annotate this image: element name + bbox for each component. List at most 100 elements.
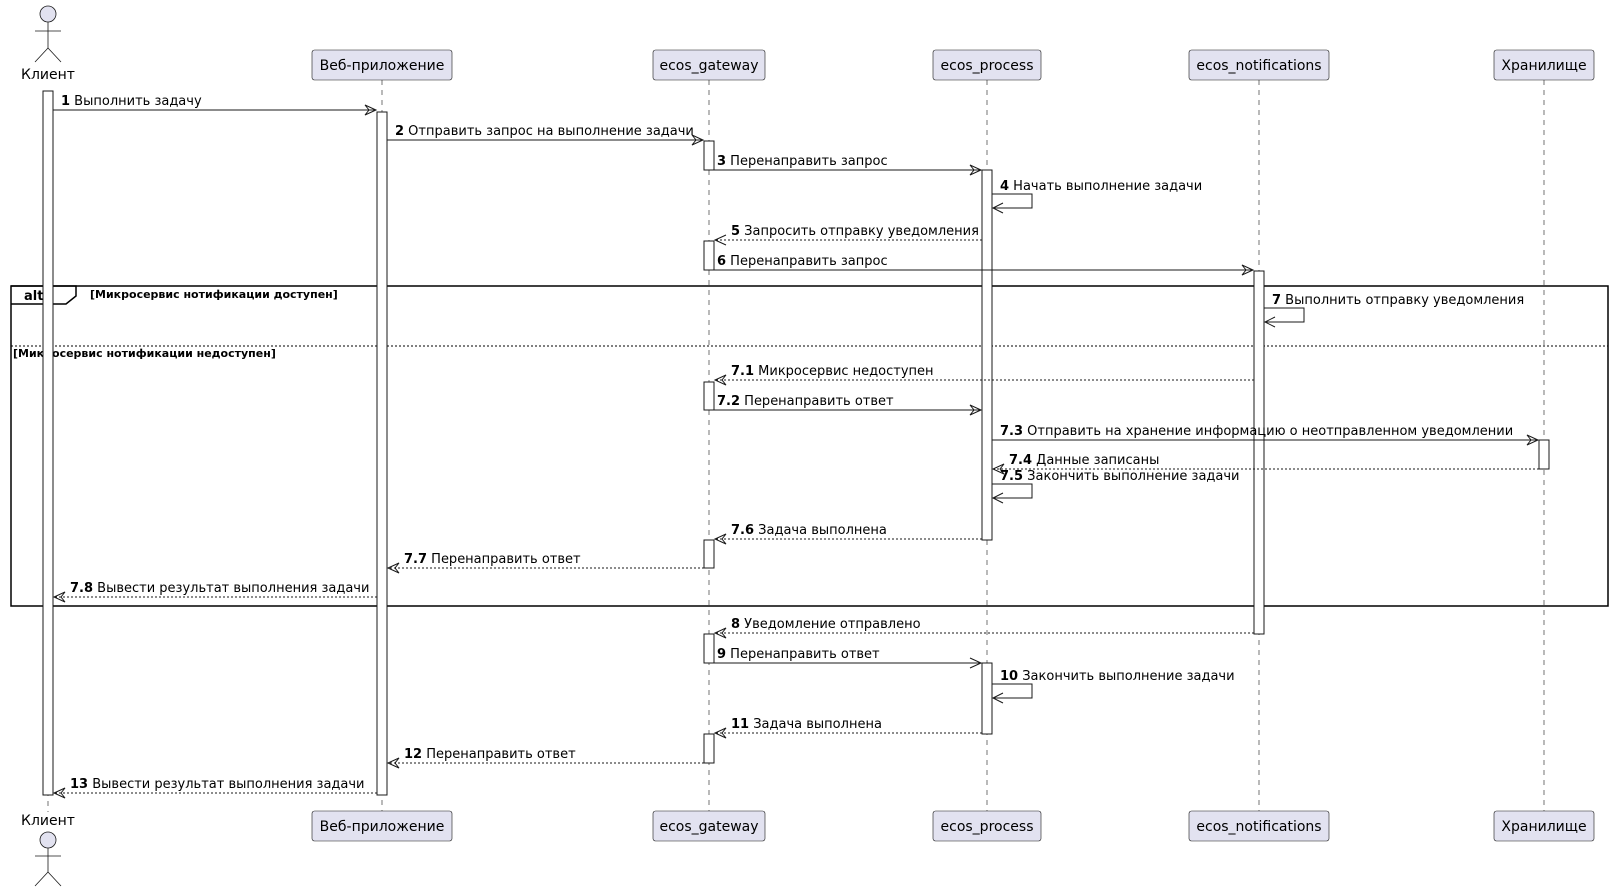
message-number: 7.8 [70,581,93,596]
message-number: 7.6 [731,523,754,538]
message-text: Вывести результат выполнения задачи [93,581,369,596]
message-number: 6 [717,254,726,269]
arrowhead-icon [1263,316,1276,328]
message-label: 7 Выполнить отправку уведомления [1272,293,1524,308]
arrowhead-icon [386,562,400,574]
message-7-6: 7.6 Задача выполнена [713,523,982,545]
message-label: 8 Уведомление отправлено [731,617,921,632]
message-text: Перенаправить ответ [427,552,581,567]
message-text: Запросить отправку уведомления [740,224,979,239]
message-label: 13 Вывести результат выполнения задачи [70,777,365,792]
message-2: 2 Отправить запрос на выполнение задачи [387,124,705,146]
message-7-2: 7.2 Перенаправить ответ [709,394,983,416]
participant-label: ecos_notifications [1196,819,1321,835]
participant-web-bottom: Веб-приложение [311,810,453,842]
actor-head-icon [39,5,57,23]
participant-storage-top: Хранилище [1493,49,1595,81]
message-12: 12 Перенаправить ответ [386,747,704,769]
participant-label: ecos_process [941,819,1034,835]
message-text: Отправить на хранение информацию о неотп… [1023,424,1513,439]
arrowhead-icon [386,757,400,769]
message-text: Начать выполнение задачи [1009,179,1202,194]
participant-notifications-top: ecos_notifications [1188,49,1330,81]
message-7-5: 7.5 Закончить выполнение задачи [991,469,1240,504]
message-7-8: 7.8 Вывести результат выполнения задачи [52,581,377,603]
message-9: 9 Перенаправить ответ [709,647,983,669]
actor-leg-icon [47,47,62,63]
participant-box [311,810,453,842]
actor-leg-icon [34,871,49,887]
activation-bar-gateway [703,539,715,569]
message-text: Уведомление отправлено [740,617,921,632]
activation-bar-gateway [703,733,715,764]
participant-box [311,49,453,81]
alt-guard-unavailable: [Микросервис нотификации недоступен] [13,347,276,360]
message-text: Перенаправить запрос [726,154,888,169]
participant-label: Веб-приложение [320,58,445,74]
message-number: 8 [731,617,740,632]
message-7-1: 7.1 Микросервис недоступен [713,364,1254,386]
message-text: Задача выполнена [754,523,887,538]
message-label: 10 Закончить выполнение задачи [1000,669,1235,684]
arrowhead-icon [1526,434,1540,446]
message-1: 1 Выполнить задачу [53,94,378,116]
message-number: 3 [717,154,726,169]
message-number: 1 [61,94,70,109]
participant-process-bottom: ecos_process [932,810,1042,842]
arrowhead-icon [364,104,378,116]
participant-box [1188,810,1330,842]
message-label: 1 Выполнить задачу [61,94,202,109]
arrowhead-icon [1241,264,1255,276]
alt-frame: alt [Микросервис нотификации доступен] [… [10,285,1609,607]
message-number: 7.2 [717,394,740,409]
participant-label: ecos_gateway [659,58,758,74]
message-text: Закончить выполнение задачи [1023,469,1239,484]
message-label: 7.2 Перенаправить ответ [717,394,894,409]
arrowhead-icon [52,591,66,603]
arrowhead-icon [991,692,1004,704]
message-number: 4 [1000,179,1009,194]
arrowhead-icon [969,657,983,669]
activation-bar-web [376,111,388,796]
message-text: Задача выполнена [749,717,882,732]
message-label: 7.8 Вывести результат выполнения задачи [70,581,369,596]
alt-frame-border [10,285,1609,607]
arrowhead-icon [969,404,983,416]
activation-bar-process [981,169,993,541]
message-5: 5 Запросить отправку уведомления [713,224,982,246]
message-text: Перенаправить ответ [726,647,880,662]
message-number: 13 [70,777,88,792]
participant-label: Хранилище [1501,58,1586,74]
message-number: 10 [1000,669,1018,684]
message-7: 7 Выполнить отправку уведомления [1263,293,1524,328]
message-label: 6 Перенаправить запрос [717,254,888,269]
arrowhead-icon [713,627,727,639]
message-13: 13 Вывести результат выполнения задачи [52,777,377,799]
participant-label: Хранилище [1501,819,1586,835]
arrowhead-icon [713,533,727,545]
actor-bottom: Клиент [21,813,75,887]
message-number: 7.5 [1000,469,1023,484]
arrowhead-icon [713,234,727,246]
message-number: 7.3 [1000,424,1023,439]
message-label: 7.7 Перенаправить ответ [404,552,581,567]
activation-bar-gateway [703,381,715,411]
message-number: 7.4 [1009,453,1032,468]
message-7-4: 7.4 Данные записаны [991,453,1539,475]
activation-bar-notifications [1253,270,1265,635]
message-label: 7.3 Отправить на хранение информацию о н… [1000,424,1513,439]
activation-bar-gateway [703,140,715,171]
message-text: Выполнить задачу [70,94,202,109]
message-text: Выполнить отправку уведомления [1281,293,1524,308]
message-4: 4 Начать выполнение задачи [991,179,1202,214]
participant-process-top: ecos_process [932,49,1042,81]
message-number: 12 [404,747,422,762]
message-label: 5 Запросить отправку уведомления [731,224,979,239]
message-text: Микросервис недоступен [754,364,934,379]
message-6: 6 Перенаправить запрос [709,254,1255,276]
activation-bar-process [981,662,993,735]
message-arrow-line [992,193,1033,209]
message-number: 9 [717,647,726,662]
activation-bar-client [42,90,54,796]
